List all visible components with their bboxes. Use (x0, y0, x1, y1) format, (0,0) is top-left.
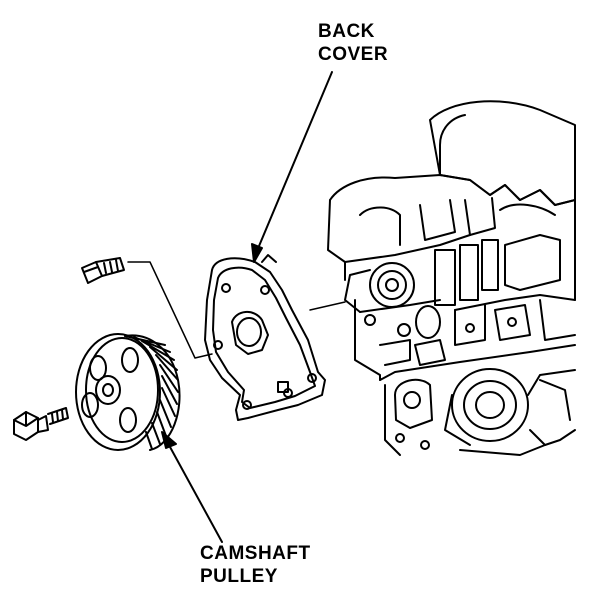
back-cover (204, 254, 326, 421)
back-cover-leader (253, 71, 333, 259)
back-cover-label: BACK COVER (318, 20, 388, 66)
camshaft-pulley-label-line1: CAMSHAFT (200, 543, 311, 564)
callout-arrows (161, 71, 333, 543)
back-cover-label-line1: BACK (318, 21, 375, 42)
back-cover-arrowhead (251, 243, 263, 263)
camshaft-pulley-leader (163, 435, 223, 543)
camshaft-pulley-label-line2: PULLEY (200, 566, 278, 587)
cover-bolt (81, 257, 125, 284)
back-cover-label-line2: COVER (318, 44, 389, 65)
camshaft-pulley (75, 333, 181, 451)
assembly-leader-lines (127, 261, 346, 359)
pulley-bolt (13, 407, 69, 441)
camshaft-pulley-label: CAMSHAFT PULLEY (200, 542, 311, 588)
camshaft-pulley-arrowhead (161, 431, 177, 449)
engine-block (327, 100, 576, 456)
